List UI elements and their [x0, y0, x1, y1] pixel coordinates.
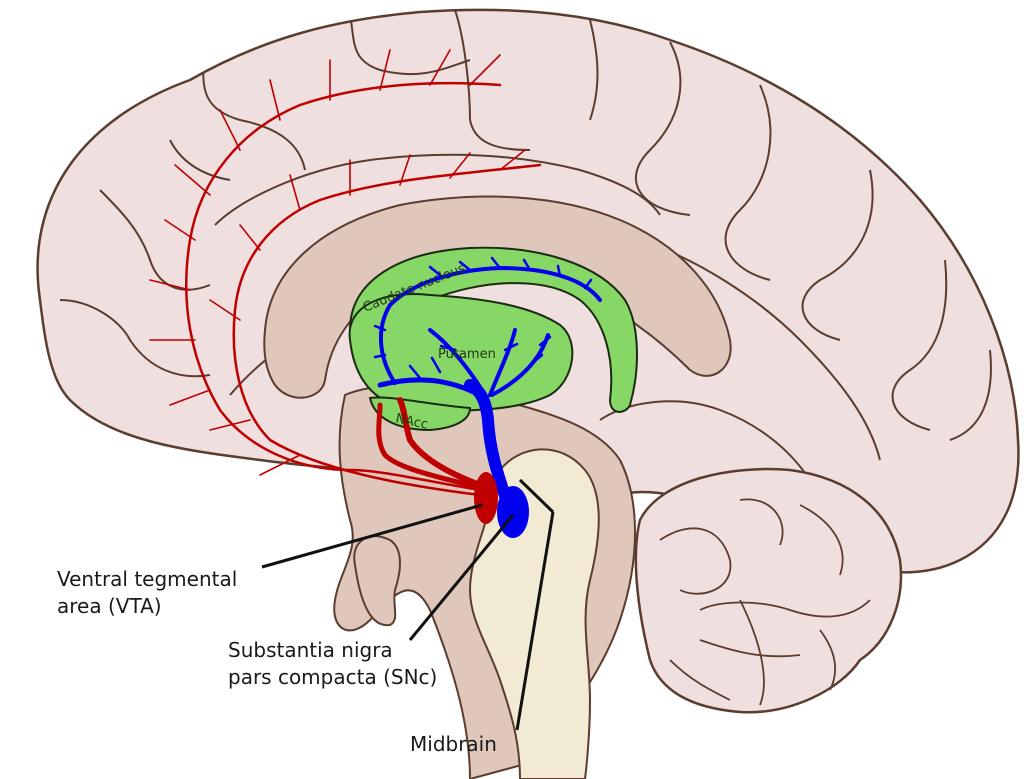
cerebellum: [634, 467, 903, 714]
corpus-callosum: [263, 195, 732, 399]
putamen-label: Putamen: [438, 347, 496, 362]
midbrain-callout-tick: [518, 478, 555, 514]
snc-label-line1: Substantia nigra: [228, 638, 393, 662]
midbrain-callout-line: [515, 511, 555, 731]
mesocortical-pathway: [149, 49, 542, 497]
nacc-label: NAcc: [394, 411, 429, 432]
midbrain-label: Midbrain: [410, 732, 497, 756]
vta-label-line1: Ventral tegmental: [57, 567, 237, 591]
nigrostriatal-pathway: [373, 256, 602, 511]
vta-label-line2: area (VTA): [57, 594, 162, 618]
nucleus-accumbens: [368, 396, 472, 432]
brainstem: [468, 448, 600, 779]
snc-callout-line: [408, 514, 515, 641]
vta-callout-line: [261, 503, 483, 569]
ventral-tegmental-area: [474, 472, 498, 524]
callout-lines: [261, 478, 555, 731]
snc-label-line2: pars compacta (SNc): [228, 665, 437, 689]
